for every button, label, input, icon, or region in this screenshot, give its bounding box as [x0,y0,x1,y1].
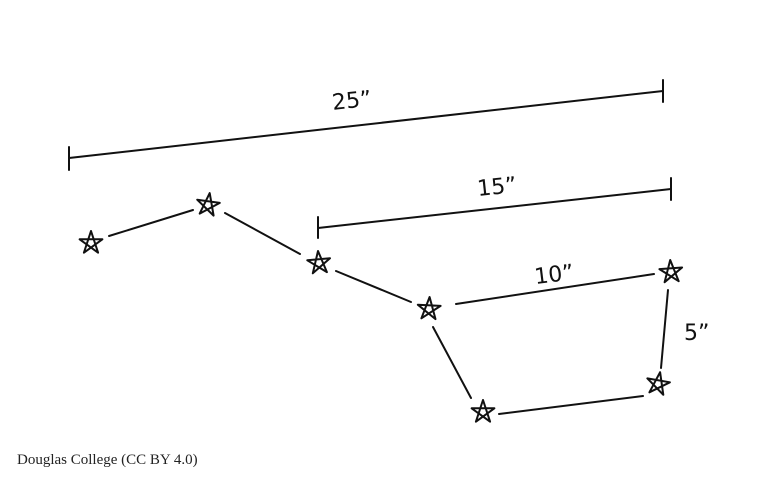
star-icon [196,192,221,217]
measure-bar-15 [317,177,672,239]
star-icon [470,399,496,423]
constellation-line [455,273,655,305]
star-icon [646,371,671,396]
star-icon [78,230,104,254]
measure-bar-25 [68,79,664,171]
star-icon [416,296,442,321]
star-icon [658,259,684,284]
constellation-line [335,270,412,303]
label-5: 5” [684,321,709,346]
constellation-line [224,212,301,255]
credit-caption: Douglas College (CC BY 4.0) [17,452,198,468]
label-10: 10” [533,260,575,290]
constellation-line [660,289,669,369]
constellation-line [432,326,472,399]
label-15: 15” [476,173,518,202]
constellation-line [108,209,194,237]
label-25: 25” [331,87,373,116]
constellation-line [498,395,644,415]
star-icon [306,250,331,275]
